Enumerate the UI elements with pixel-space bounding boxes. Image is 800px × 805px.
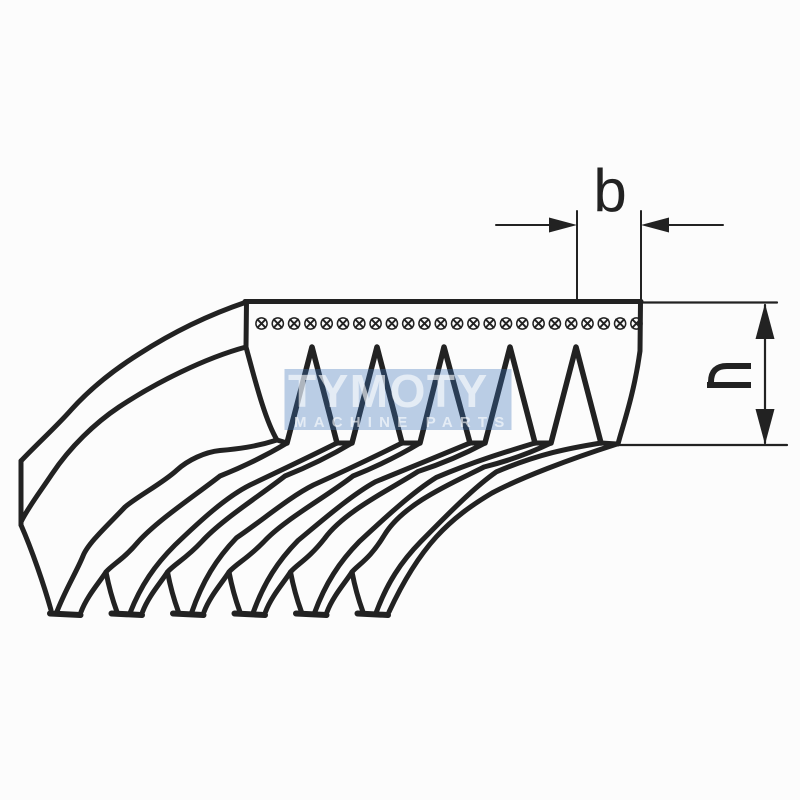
svg-text:b: b bbox=[593, 157, 626, 224]
svg-text:TYMOTY: TYMOTY bbox=[288, 365, 489, 417]
svg-text:MACHINE PARTS: MACHINE PARTS bbox=[294, 414, 512, 431]
